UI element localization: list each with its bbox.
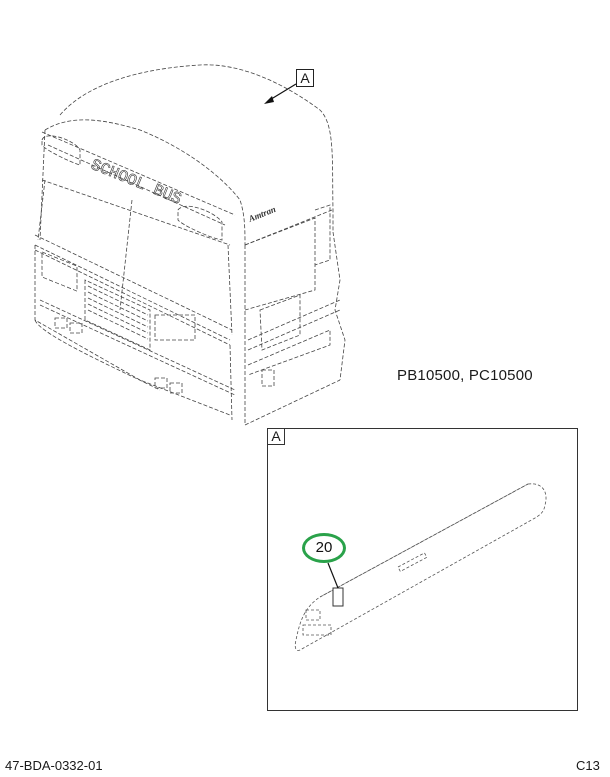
view-a-callout-letter: A: [300, 70, 310, 86]
item-callout-20[interactable]: 20: [302, 533, 346, 563]
view-a-callout: A: [296, 69, 314, 87]
roof-marker-panel-drawing: [294, 483, 547, 651]
model-numbers-label: PB10500, PC10500: [397, 367, 533, 384]
arrow-head-icon: [264, 96, 274, 104]
detail-view-label: A: [267, 428, 285, 445]
brand-badge: Amtran: [246, 204, 277, 224]
detail-view-letter: A: [271, 428, 281, 444]
page-code: C13: [576, 758, 600, 773]
item-callout-number: 20: [315, 539, 333, 556]
detail-view-frame: [267, 428, 578, 711]
callout-leader-line: [327, 562, 339, 589]
document-id: 47-BDA-0332-01: [5, 758, 103, 773]
